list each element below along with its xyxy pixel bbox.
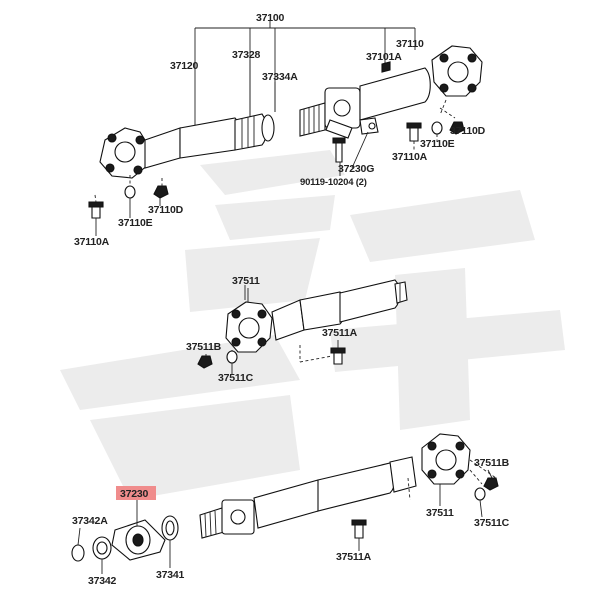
right-flex-coupling — [431, 45, 483, 97]
bottom-flex-coupling — [421, 433, 471, 485]
label-37110e-left: 37110E — [118, 217, 153, 229]
label-37511a-mid: 37511A — [322, 327, 358, 339]
label-37110d-top: 37110D — [450, 125, 486, 137]
universal-joint-top — [324, 87, 361, 139]
watermark — [60, 150, 565, 500]
label-37328: 37328 — [232, 49, 261, 61]
label-37100: 37100 — [256, 12, 285, 24]
label-37511-bot: 37511 — [426, 507, 454, 519]
label-37110: 37110 — [396, 38, 424, 50]
top-shaft-assembly — [88, 20, 483, 219]
label-37342a: 37342A — [72, 515, 108, 527]
label-37110e-top: 37110E — [420, 138, 455, 150]
label-37101a: 37101A — [366, 51, 402, 63]
bottom-shaft-assembly — [71, 433, 499, 562]
label-37120: 37120 — [170, 60, 199, 72]
middle-flex-coupling — [225, 301, 273, 353]
label-37230g: 37230G — [338, 163, 374, 175]
label-37511a-bot: 37511A — [336, 551, 372, 563]
label-37110a-left: 37110A — [74, 236, 110, 248]
leader-lines — [77, 127, 493, 574]
label-37511c-bot: 37511C — [474, 517, 510, 529]
label-37511-mid: 37511 — [232, 275, 260, 287]
label-37511b-bot: 37511B — [474, 457, 510, 469]
label-37341: 37341 — [156, 569, 185, 581]
highlight-37230 — [116, 486, 156, 500]
label-37334a: 37334A — [262, 71, 298, 83]
label-37110a-top: 37110A — [392, 151, 428, 163]
middle-shaft-assembly — [197, 279, 408, 369]
part-labels: 37100 37110 37120 37328 37101A 37334A 37… — [72, 12, 510, 587]
label-37511b-mid: 37511B — [186, 341, 222, 353]
label-37230: 37230 — [120, 488, 149, 500]
universal-joint-bottom — [221, 499, 255, 535]
label-90119: 90119-10204 (2) — [300, 177, 367, 188]
center-bearing — [111, 519, 166, 561]
label-37511c-mid: 37511C — [218, 372, 254, 384]
label-37342: 37342 — [88, 575, 117, 587]
label-37110d-left: 37110D — [148, 204, 184, 216]
left-flex-coupling — [99, 127, 151, 179]
